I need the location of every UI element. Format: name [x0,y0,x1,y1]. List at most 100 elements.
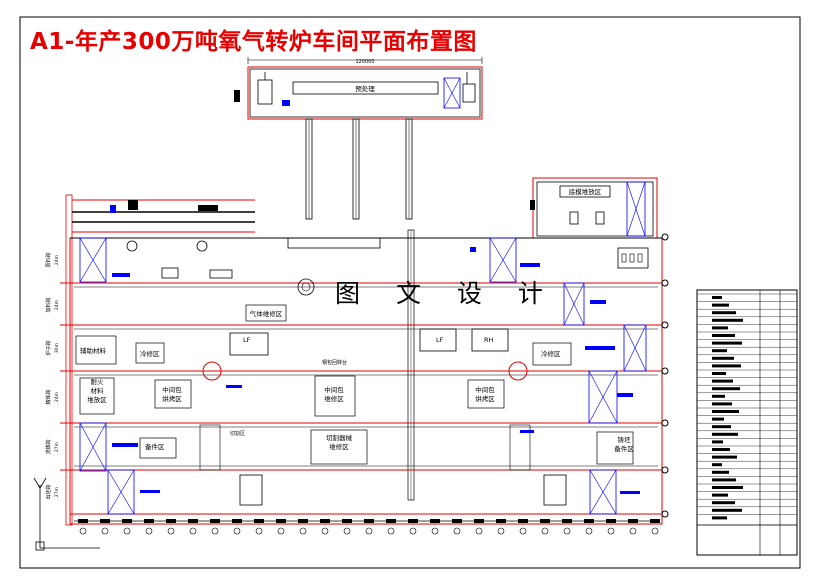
row-label: 加料跨 [45,297,52,312]
refractory-label: 耐火材料堆放区 [87,378,107,404]
row-label: 浇铸跨 [45,439,52,454]
title-block-text-mark [712,486,743,489]
column-axis-marker [189,527,197,535]
title-block-text-mark [712,410,739,413]
title-block-text-mark [712,440,723,444]
column-mark [276,519,286,523]
title-block-text-mark [712,334,735,337]
rh-label: RH [484,336,494,344]
title-block-text-mark [712,493,728,497]
column-mark [452,519,462,523]
ladle-turret-label: 钢包回转台 [322,359,347,366]
column-mark [430,519,440,523]
column-axis-marker [343,527,351,535]
column-mark [100,519,110,523]
title-block [696,289,798,556]
column-axis-marker [453,527,461,535]
column-mark [166,519,176,523]
column-mark [650,519,660,523]
left-wall [65,194,73,526]
column-mark [562,519,572,523]
column-mark [320,519,330,523]
title-block-text-mark [712,364,741,368]
title-block-text-mark [712,372,726,375]
column-axis-marker [277,527,285,535]
column-axis-marker [431,527,439,535]
title-block-text-mark [712,318,743,322]
spare-parts-label: 备件区 [145,442,165,451]
title-block-text-mark [712,387,740,391]
column-mark [364,519,374,523]
tundish-maint-left-label: 中间包维修区 [324,385,344,403]
column-axis-marker [255,527,263,535]
drawing-title: A1-年产300万吨氧气转炉车间平面布置图 [30,29,477,55]
title-block-text-mark [712,326,728,330]
title-block-text-mark [712,379,733,383]
column-axis-marker [167,527,175,535]
column-mark [342,519,352,523]
title-block-text-mark [712,349,727,353]
column-mark [78,519,88,523]
title-block-text-mark [712,516,727,520]
column-axis-marker [233,527,241,535]
column-mark [584,519,594,523]
title-block-text-mark [712,508,742,512]
bottom-columns [74,519,660,535]
column-mark [540,519,550,523]
row-span-label: 27m [54,487,60,497]
title-block-text-mark [712,341,742,345]
column-mark [122,519,132,523]
title-block-text-mark [712,296,722,299]
column-axis-marker [563,527,571,535]
row-label: 原料跨 [45,252,52,267]
title-block-text-mark [712,501,735,505]
lf-right-label: LF [436,336,444,344]
title-block-text-mark [712,448,730,451]
desulfurization-building [530,177,658,239]
column-axis-marker [387,527,395,535]
column-axis-marker [651,527,659,535]
gas-maintenance-label: 气体维修区 [250,309,283,318]
column-mark [518,519,528,523]
title-block-text-mark [712,455,737,459]
tundish-left-label: 中间包烘烤区 [162,385,182,403]
column-axis-marker [211,527,219,535]
column-axis-marker [585,527,593,535]
pretreatment-building [234,57,483,120]
title-block-text-mark [712,470,729,474]
column-axis-marker [79,527,87,535]
column-mark [474,519,484,523]
blue-markers [112,247,640,494]
mold-storage-label: 底模堆放区 [569,187,602,196]
column-axis-marker [497,527,505,535]
row-span-label: 24m [54,255,60,265]
row-span-label: 27m [54,442,60,452]
title-block-text-mark [712,417,724,421]
charging-structure [72,199,255,252]
row-span-label: 24m [54,300,60,310]
column-mark [210,519,220,523]
north-arrow-icon [33,477,100,551]
column-mark [298,519,308,523]
cutting-maint-label: 切割器械维修区 [326,433,353,451]
area-labels-multiline: 耐火材料堆放区 中间包烘烤区 中间包烘烤区 中间包维修区 铸坯备件区 切割器械维… [87,378,634,453]
column-mark [408,519,418,523]
column-axis-marker [607,527,615,535]
column-mark [188,519,198,523]
column-axis-marker [365,527,373,535]
sheet-border [19,16,801,569]
column-axis-marker [541,527,549,535]
title-block-text-mark [712,478,736,482]
cooling-right-label: 冷修区 [541,349,561,358]
row-label: 精炼跨 [45,389,52,404]
converter-icon [297,278,315,296]
column-markers-right [661,233,669,518]
column-axis-marker [145,527,153,535]
row-label: 出坯跨 [45,484,52,499]
title-block-text-mark [712,432,738,436]
lf-left-label: LF [243,336,251,344]
title-block-text-mark [712,402,732,406]
